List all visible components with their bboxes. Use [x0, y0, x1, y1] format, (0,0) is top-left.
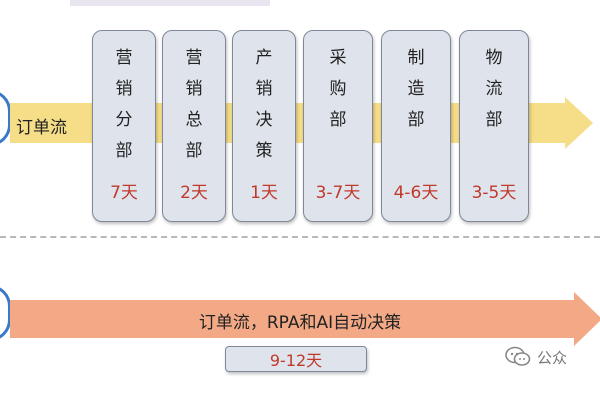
- dept-char: 部: [485, 110, 503, 130]
- automated-flow-arrow-head: [574, 292, 600, 346]
- dept-box-marketing-branch: 营 销 分 部 7天: [92, 30, 156, 222]
- dept-char: 销: [185, 79, 203, 99]
- dept-box-production-decision: 产 销 决 策 1天: [232, 30, 296, 222]
- dept-days: 1天: [250, 183, 278, 203]
- dept-box-procurement: 采 购 部 3-7天: [303, 30, 373, 222]
- dept-char: 营: [185, 48, 203, 68]
- dept-days: 3-5天: [471, 183, 517, 203]
- dept-char: 销: [255, 79, 273, 99]
- dept-char: 物: [485, 48, 503, 68]
- automated-flow-label: 订单流，RPA和AI自动决策: [198, 313, 402, 333]
- dept-char: 决: [255, 110, 273, 130]
- top-decor-bar: [70, 0, 270, 6]
- total-days-box: 9-12天: [225, 346, 367, 372]
- order-flow-arrow-head: [565, 97, 593, 149]
- dept-box-logistics: 物 流 部 3-5天: [459, 30, 529, 222]
- order-flow-label: 订单流: [16, 118, 67, 138]
- dept-char: 营: [115, 48, 133, 68]
- dept-days: 4-6天: [393, 183, 439, 203]
- dept-char: 流: [485, 79, 503, 99]
- dept-char: 销: [115, 79, 133, 99]
- watermark-text: 公众: [537, 348, 568, 367]
- dept-box-marketing-hq: 营 销 总 部 2天: [162, 30, 226, 222]
- wechat-icon: [505, 346, 531, 366]
- dept-days: 2天: [180, 183, 208, 203]
- dept-char: 造: [407, 79, 425, 99]
- dept-char: 策: [255, 141, 273, 161]
- dept-char: 产: [255, 48, 273, 68]
- dept-days: 7天: [110, 183, 138, 203]
- dept-char: 购: [329, 79, 347, 99]
- dept-char: 部: [115, 141, 133, 161]
- dept-char: 部: [329, 110, 347, 130]
- dept-box-manufacturing: 制 造 部 4-6天: [381, 30, 451, 222]
- automated-flow-arrow: [10, 300, 575, 338]
- dept-days: 3-7天: [315, 183, 361, 203]
- total-days-label: 9-12天: [269, 351, 323, 370]
- dept-char: 总: [185, 110, 203, 130]
- dept-char: 部: [407, 110, 425, 130]
- watermark: 公众: [505, 346, 567, 368]
- dept-char: 采: [329, 48, 347, 68]
- dept-char: 分: [115, 110, 133, 130]
- section-divider: [0, 236, 600, 238]
- dept-char: 制: [407, 48, 425, 68]
- dept-char: 部: [185, 141, 203, 161]
